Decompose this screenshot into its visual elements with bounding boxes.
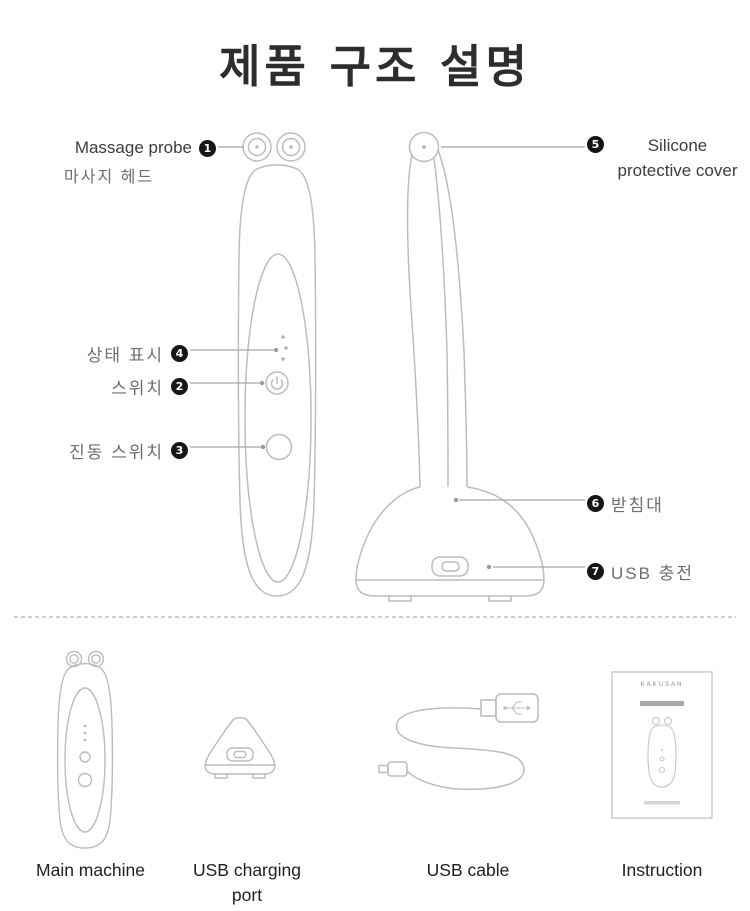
callout-stand-label: 받침대: [611, 496, 664, 515]
page-title: 제품 구조 설명: [219, 40, 531, 93]
massage-roller-right-icon: [276, 132, 306, 162]
callout-usb-charging-label: USB 충전: [611, 564, 694, 583]
status-led-dots: [281, 335, 288, 361]
callout-bullet-6: 6: [587, 495, 604, 512]
callout-vibration-switch: 진동 스위치 3: [40, 438, 188, 463]
callout-massage-probe: Massage probe 1: [30, 138, 216, 158]
callout-silicone-cover-label: Silicone protective cover: [617, 136, 738, 180]
accessory-label-instruction: Instruction: [621, 860, 703, 880]
accessory-label-usb-charging-port: USB charging port: [193, 860, 301, 905]
booklet-brand-text: KAKUSAN: [640, 682, 684, 688]
callout-power-switch-label: 스위치: [111, 379, 164, 398]
callout-bullet-4: 4: [171, 345, 188, 362]
callout-massage-probe-label: Massage probe: [74, 138, 192, 157]
accessory-label-usb-cable: USB cable: [426, 860, 510, 880]
callout-usb-charging: 7 USB 충전: [587, 559, 694, 584]
callout-bullet-1: 1: [199, 139, 216, 157]
callout-bullet-5: 5: [587, 136, 604, 153]
device-body-front: [237, 164, 317, 597]
instruction-booklet-illustration: [611, 671, 713, 819]
callout-power-switch: 스위치 2: [40, 374, 188, 399]
device-front-view: [237, 132, 317, 597]
vibration-button-icon: [265, 433, 293, 461]
booklet-mini-device: [647, 716, 677, 788]
callout-bullet-3: 3: [171, 442, 188, 459]
callout-status-display-label: 상태 표시: [86, 346, 164, 365]
callout-bullet-7: 7: [587, 563, 604, 580]
callout-stand: 6 받침대: [587, 491, 664, 516]
callout-massage-probe-ko: 마사지 헤드: [64, 169, 155, 186]
power-button-icon: [265, 371, 289, 395]
device-side-view: [355, 131, 545, 602]
callout-vibration-switch-label: 진동 스위치: [69, 443, 164, 462]
charging-base: [355, 486, 545, 602]
anchor-dots: [259, 347, 492, 570]
callout-status-display: 상태 표시 4: [40, 341, 188, 366]
leader-lines: [190, 146, 585, 568]
main-machine-illustration: [56, 650, 114, 849]
usb-trident-icon: [503, 701, 531, 715]
probe-tip-icon: [408, 131, 440, 163]
usb-charging-port-illustration: [204, 717, 276, 779]
callout-silicone-cover: 5 Silicone protective cover: [587, 133, 744, 183]
device-body-side: [406, 149, 468, 488]
massage-roller-left-icon: [242, 132, 272, 162]
accessory-label-main-machine: Main machine: [36, 860, 145, 880]
usb-cable-illustration: [378, 693, 539, 791]
usb-port-icon: [431, 556, 469, 577]
callout-bullet-2: 2: [171, 378, 188, 395]
